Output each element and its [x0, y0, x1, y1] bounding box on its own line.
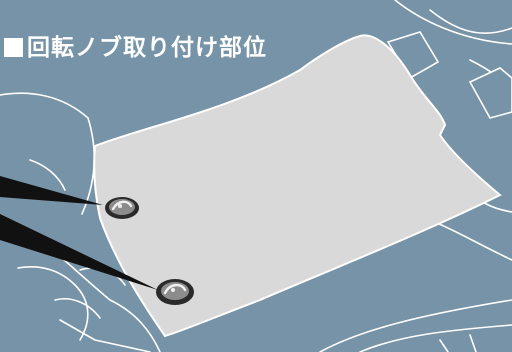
title-text: 回転ノブ取り付け部位	[27, 35, 267, 61]
diagram-title: 回転ノブ取り付け部位	[4, 28, 267, 62]
pointer-lower	[0, 214, 158, 290]
pointer-upper	[0, 176, 103, 205]
floor-mat	[93, 34, 502, 338]
rotating-knob-upper	[105, 197, 139, 219]
pointer-indicators	[0, 176, 158, 290]
rotating-knob-lower	[156, 279, 194, 305]
pedals	[386, 31, 512, 119]
square-bullet-icon	[4, 38, 23, 57]
